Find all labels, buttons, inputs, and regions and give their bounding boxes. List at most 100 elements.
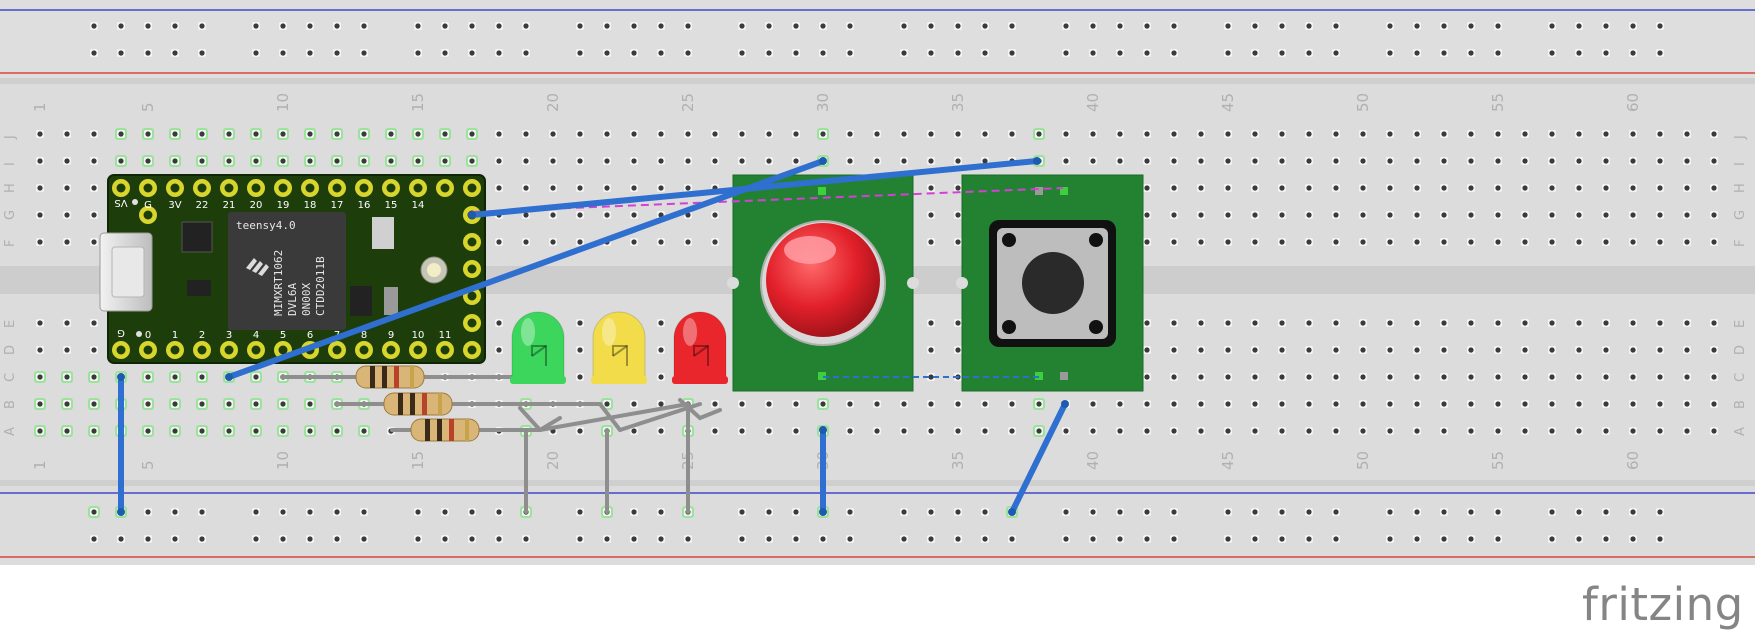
hole-center [91,239,97,245]
hole-center [1630,212,1636,218]
hole-center [64,212,70,218]
teensy-side-pin-hole [467,291,477,301]
teensy-top-pin-label: 15 [385,200,398,211]
hole-center [1360,401,1366,407]
hole-center [1144,185,1150,191]
hole-center [1117,401,1123,407]
small-chip-2 [187,280,211,296]
hole-center [37,320,43,326]
hole-center [334,509,340,515]
hole-center [1495,401,1501,407]
hole-center [1090,158,1096,164]
hole-center [1387,212,1393,218]
hole-center [1711,158,1717,164]
resistor-2[interactable] [383,392,453,416]
hole-center [1657,401,1663,407]
hole-center [712,239,718,245]
hole-center [1198,185,1204,191]
hole-center [1009,401,1015,407]
resistor-1[interactable] [355,365,425,389]
hole-center [1225,131,1231,137]
hole-center [1414,509,1420,515]
hole-center [1171,536,1177,542]
hole-center [685,50,691,56]
teensy-pin-hole [359,345,369,355]
hole-center [766,536,772,542]
hole-center [1549,509,1555,515]
hole-center [1630,185,1636,191]
hole-center [1090,131,1096,137]
red-led[interactable] [672,311,728,384]
led-rim [672,376,728,384]
hole-center [1711,212,1717,218]
hole-center [955,320,961,326]
hole-center [1090,50,1096,56]
hole-center [658,131,664,137]
hole-center [658,185,664,191]
hole-center [820,50,826,56]
hole-center [658,428,664,434]
hole-center [712,428,718,434]
hole-center [982,401,988,407]
hole-center [1306,50,1312,56]
hole-center [361,428,367,434]
hole-center [91,212,97,218]
hole-center [1414,347,1420,353]
hole-center [1468,50,1474,56]
hole-center [1522,347,1528,353]
hole-center [1009,131,1015,137]
led-highlight [602,318,616,346]
teensy-bottom-pin-label: 11 [439,330,452,341]
hole-center [1171,347,1177,353]
hole-center [955,239,961,245]
wire-endpoints [117,157,1069,516]
hole-center [1171,509,1177,515]
hole-center [1441,401,1447,407]
arcade-button-module[interactable] [727,174,919,392]
hole-center [1090,401,1096,407]
nxp-logo-icon [246,258,269,276]
hole-center [1063,50,1069,56]
hole-center [307,401,313,407]
hole-center [1306,23,1312,29]
hole-center [1252,185,1258,191]
hole-center [874,131,880,137]
hole-center [280,536,286,542]
hole-center [307,158,313,164]
hole-center [1522,212,1528,218]
hole-center [847,23,853,29]
hole-center [1198,131,1204,137]
hole-center [1657,131,1663,137]
tactile-switch-module[interactable] [956,174,1144,392]
hole-center [901,23,907,29]
hole-center [64,374,70,380]
column-label: 15 [409,93,427,112]
row-label: C [3,373,18,382]
hole-center [1522,158,1528,164]
green-led[interactable] [510,311,566,384]
hole-center [1657,212,1663,218]
teensy-pin-hole [413,345,423,355]
teensy-top-pin-label: 20 [250,200,263,211]
teensy-bottom-pin-label: 0 [145,330,151,341]
hole-center [1711,347,1717,353]
hole-center [1549,374,1555,380]
hole-center [1333,536,1339,542]
resistor-3[interactable] [410,418,480,442]
teensy-pin-hole [278,183,288,193]
hole-center [1576,401,1582,407]
hole-center [1657,239,1663,245]
blue-jumper-wires[interactable] [118,158,1068,515]
column-label: 10 [274,451,292,470]
hole-center [847,428,853,434]
hole-center [1144,374,1150,380]
hole-center [631,23,637,29]
yellow-led[interactable] [591,311,647,384]
hole-center [1630,374,1636,380]
hole-center [550,239,556,245]
hole-center [1117,23,1123,29]
hole-center [658,374,664,380]
hole-center [604,401,610,407]
